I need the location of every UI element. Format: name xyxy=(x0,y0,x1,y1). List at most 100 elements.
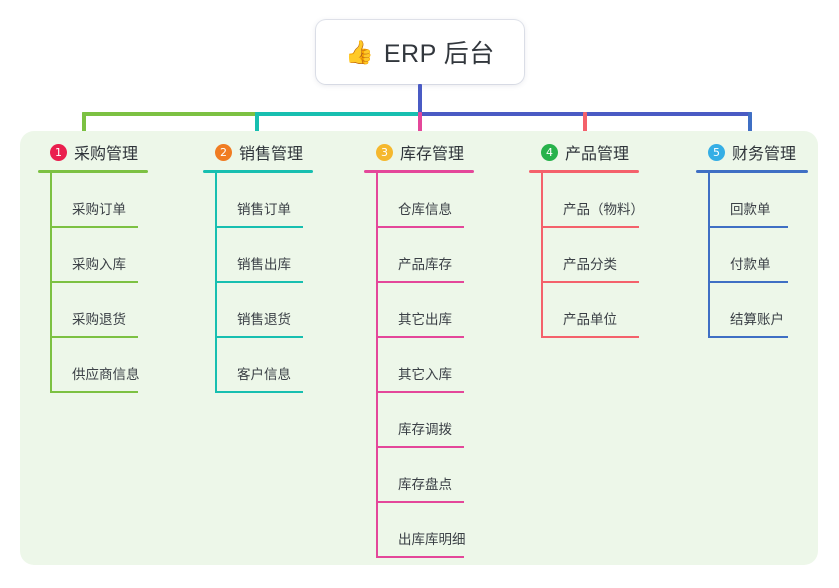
connector-drop-1 xyxy=(82,112,86,146)
branch-item-label: 采购入库 xyxy=(72,257,126,272)
branch-item[interactable]: 采购订单 xyxy=(50,173,190,228)
branch-item-rule xyxy=(710,336,788,338)
branch-header-5[interactable]: 5 财务管理 xyxy=(696,139,822,165)
branch-underline xyxy=(38,170,148,173)
branch-item-label: 结算账户 xyxy=(730,312,784,327)
branch-items: 销售订单销售出库销售退货客户信息 xyxy=(203,173,353,393)
branch-item[interactable]: 库存盘点 xyxy=(376,448,516,503)
branch-item-label: 回款单 xyxy=(730,202,771,217)
branch-item-label: 产品单位 xyxy=(563,312,617,327)
branch-number-badge: 5 xyxy=(708,143,725,161)
branch-item[interactable]: 结算账户 xyxy=(708,283,822,338)
branch-item-rule xyxy=(52,226,138,228)
branch-column-5: 5 财务管理回款单付款单结算账户 xyxy=(696,139,822,338)
branch-item-label: 产品库存 xyxy=(398,257,452,272)
branch-item-label: 产品（物料） xyxy=(563,202,644,217)
branch-item-label: 采购退货 xyxy=(72,312,126,327)
branch-underline xyxy=(696,170,808,173)
connector-bar-segment-2 xyxy=(255,112,420,116)
branch-item-label: 其它出库 xyxy=(398,312,452,327)
connector-trunk xyxy=(418,84,422,114)
branch-item[interactable]: 回款单 xyxy=(708,173,822,228)
root-title: ERP 后台 xyxy=(383,40,495,68)
branch-item[interactable]: 其它出库 xyxy=(376,283,516,338)
branch-items: 回款单付款单结算账户 xyxy=(696,173,822,338)
branch-item[interactable]: 采购退货 xyxy=(50,283,190,338)
branch-number-badge: 2 xyxy=(215,143,232,161)
branch-item-label: 其它入库 xyxy=(398,367,452,382)
branch-title: 财务管理 xyxy=(732,146,797,163)
branch-item-rule xyxy=(543,336,639,338)
branch-item[interactable]: 其它入库 xyxy=(376,338,516,393)
branch-item[interactable]: 销售退货 xyxy=(215,283,353,338)
branch-spine xyxy=(708,173,710,338)
branch-item-label: 供应商信息 xyxy=(72,367,140,382)
branch-spine xyxy=(50,173,52,393)
branches-panel xyxy=(20,131,818,565)
connector-drop-3 xyxy=(418,112,422,146)
branch-item[interactable]: 销售出库 xyxy=(215,228,353,283)
branch-spine xyxy=(215,173,217,393)
branch-item[interactable]: 采购入库 xyxy=(50,228,190,283)
branch-item[interactable]: 仓库信息 xyxy=(376,173,516,228)
branch-item[interactable]: 销售订单 xyxy=(215,173,353,228)
branch-item-label: 采购订单 xyxy=(72,202,126,217)
branch-item-rule xyxy=(378,501,464,503)
branch-item-label: 仓库信息 xyxy=(398,202,452,217)
branch-item[interactable]: 出库库明细 xyxy=(376,503,516,558)
branch-underline xyxy=(529,170,639,173)
connector-drop-2 xyxy=(255,112,259,146)
branch-item-label: 出库库明细 xyxy=(398,532,466,547)
branch-header-2[interactable]: 2 销售管理 xyxy=(203,139,353,165)
branch-item-rule xyxy=(217,391,303,393)
branch-number-badge: 4 xyxy=(541,143,558,161)
branch-item-rule xyxy=(217,226,303,228)
branch-item-rule xyxy=(52,391,138,393)
root-node[interactable]: 👍 ERP 后台 xyxy=(316,20,524,84)
branch-item-label: 库存调拨 xyxy=(398,422,452,437)
branch-item-label: 产品分类 xyxy=(563,257,617,272)
branch-item-rule xyxy=(543,281,639,283)
branch-item-rule xyxy=(378,226,464,228)
branch-title: 采购管理 xyxy=(74,146,139,163)
thumbs-up-icon: 👍 xyxy=(345,38,374,65)
branch-title: 库存管理 xyxy=(400,146,465,163)
branch-underline xyxy=(364,170,474,173)
branch-item[interactable]: 产品库存 xyxy=(376,228,516,283)
branch-column-3: 3 库存管理仓库信息产品库存其它出库其它入库库存调拨库存盘点出库库明细 xyxy=(364,139,516,558)
branch-item-label: 销售出库 xyxy=(237,257,291,272)
branch-item-rule xyxy=(543,226,639,228)
connector-drop-4 xyxy=(583,112,587,146)
branch-number-badge: 3 xyxy=(376,143,393,161)
branch-items: 产品（物料） 产品分类产品单位 xyxy=(529,173,679,338)
branch-item-label: 库存盘点 xyxy=(398,477,452,492)
branch-item[interactable]: 供应商信息 xyxy=(50,338,190,393)
branch-items: 采购订单采购入库采购退货供应商信息 xyxy=(38,173,190,393)
branch-item[interactable]: 库存调拨 xyxy=(376,393,516,448)
branch-header-3[interactable]: 3 库存管理 xyxy=(364,139,516,165)
branch-item-label: 客户信息 xyxy=(237,367,291,382)
branch-item[interactable]: 产品单位 xyxy=(541,283,679,338)
connector-bar-segment-1 xyxy=(82,112,257,116)
branch-title: 销售管理 xyxy=(239,146,304,163)
branch-item[interactable]: 产品（物料） xyxy=(541,173,679,228)
branch-items: 仓库信息产品库存其它出库其它入库库存调拨库存盘点出库库明细 xyxy=(364,173,516,558)
branch-item-rule xyxy=(378,336,464,338)
branch-item[interactable]: 付款单 xyxy=(708,228,822,283)
branch-item[interactable]: 产品分类 xyxy=(541,228,679,283)
branch-item-rule xyxy=(710,226,788,228)
branch-item-rule xyxy=(52,281,138,283)
branch-item[interactable]: 客户信息 xyxy=(215,338,353,393)
connector-drop-5 xyxy=(748,112,752,146)
branch-item-rule xyxy=(217,336,303,338)
branch-spine xyxy=(541,173,543,338)
branch-item-rule xyxy=(217,281,303,283)
branch-item-label: 销售退货 xyxy=(237,312,291,327)
branch-item-rule xyxy=(378,281,464,283)
branch-column-2: 2 销售管理销售订单销售出库销售退货客户信息 xyxy=(203,139,353,393)
